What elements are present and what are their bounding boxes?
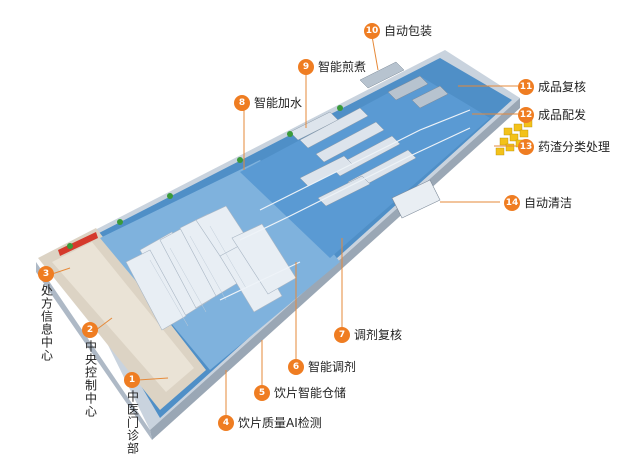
callout-9: 9 智能煎煮: [298, 58, 366, 75]
callout-number: 8: [234, 94, 250, 111]
leader-lines: [51, 35, 518, 422]
callout-6: 6 智能调剂: [288, 358, 356, 375]
callout-11: 11 成品复核: [518, 78, 586, 95]
cleaning-unit: [391, 179, 441, 219]
callout-text: 中医门诊部: [125, 390, 140, 455]
office-floor: [52, 242, 194, 392]
callout-text: 智能调剂: [308, 360, 357, 374]
callout-7: 7 调剂复核: [334, 326, 402, 343]
callout-number: 2: [82, 322, 98, 338]
callout-14: 14 自动清洁: [504, 194, 572, 211]
plants: [67, 105, 343, 249]
callout-text: 中央控制中心: [83, 340, 98, 418]
callout-number: 6: [288, 358, 304, 375]
callout-text: 药渣分类处理: [538, 140, 611, 154]
callout-number: 4: [218, 414, 234, 431]
callout-text: 自动清洁: [524, 196, 573, 210]
callout-text: 饮片智能仓储: [274, 386, 347, 400]
callout-number: 10: [364, 22, 380, 39]
callout-number: 3: [38, 266, 54, 282]
callout-text: 成品复核: [538, 80, 587, 94]
callout-13: 13 药渣分类处理: [518, 138, 610, 155]
callout-text: 处方信息中心: [39, 284, 54, 362]
residue-bins: [495, 119, 533, 156]
callout-text: 调剂复核: [354, 328, 403, 342]
callout-number: 11: [518, 78, 534, 95]
callout-text: 自动包装: [384, 24, 433, 38]
rack-grid: [149, 225, 247, 327]
callout-8: 8 智能加水: [234, 94, 302, 111]
callout-text: 饮片质量AI检测: [238, 416, 322, 430]
building-wall-left: [36, 262, 152, 440]
callout-number: 14: [504, 194, 520, 211]
callout-5: 5 饮片智能仓储: [254, 384, 346, 401]
callout-4: 4 饮片质量AI检测: [218, 414, 322, 431]
callout-number: 9: [298, 58, 314, 75]
callout-text: 智能加水: [254, 96, 303, 110]
callout-number: 1: [124, 372, 140, 388]
red-wall-stripe: [58, 232, 98, 256]
callout-10: 10 自动包装: [364, 22, 432, 39]
callout-text: 智能煎煮: [318, 60, 367, 74]
conveyor-lines: [219, 109, 471, 301]
callout-number: 12: [518, 106, 534, 123]
packaging-machines: [359, 61, 449, 109]
callout-text: 成品配发: [538, 108, 587, 122]
callout-number: 7: [334, 326, 350, 343]
callout-number: 5: [254, 384, 270, 401]
decoction-zone: [240, 76, 490, 258]
storage-racks: [125, 205, 297, 331]
callout-2: 2 中央控制中心: [82, 322, 98, 418]
decoction-machines: [289, 107, 417, 207]
callout-number: 13: [518, 138, 534, 155]
callout-3: 3 处方信息中心: [38, 266, 54, 362]
callout-1: 1 中医门诊部: [124, 372, 140, 455]
callout-12: 12 成品配发: [518, 106, 586, 123]
